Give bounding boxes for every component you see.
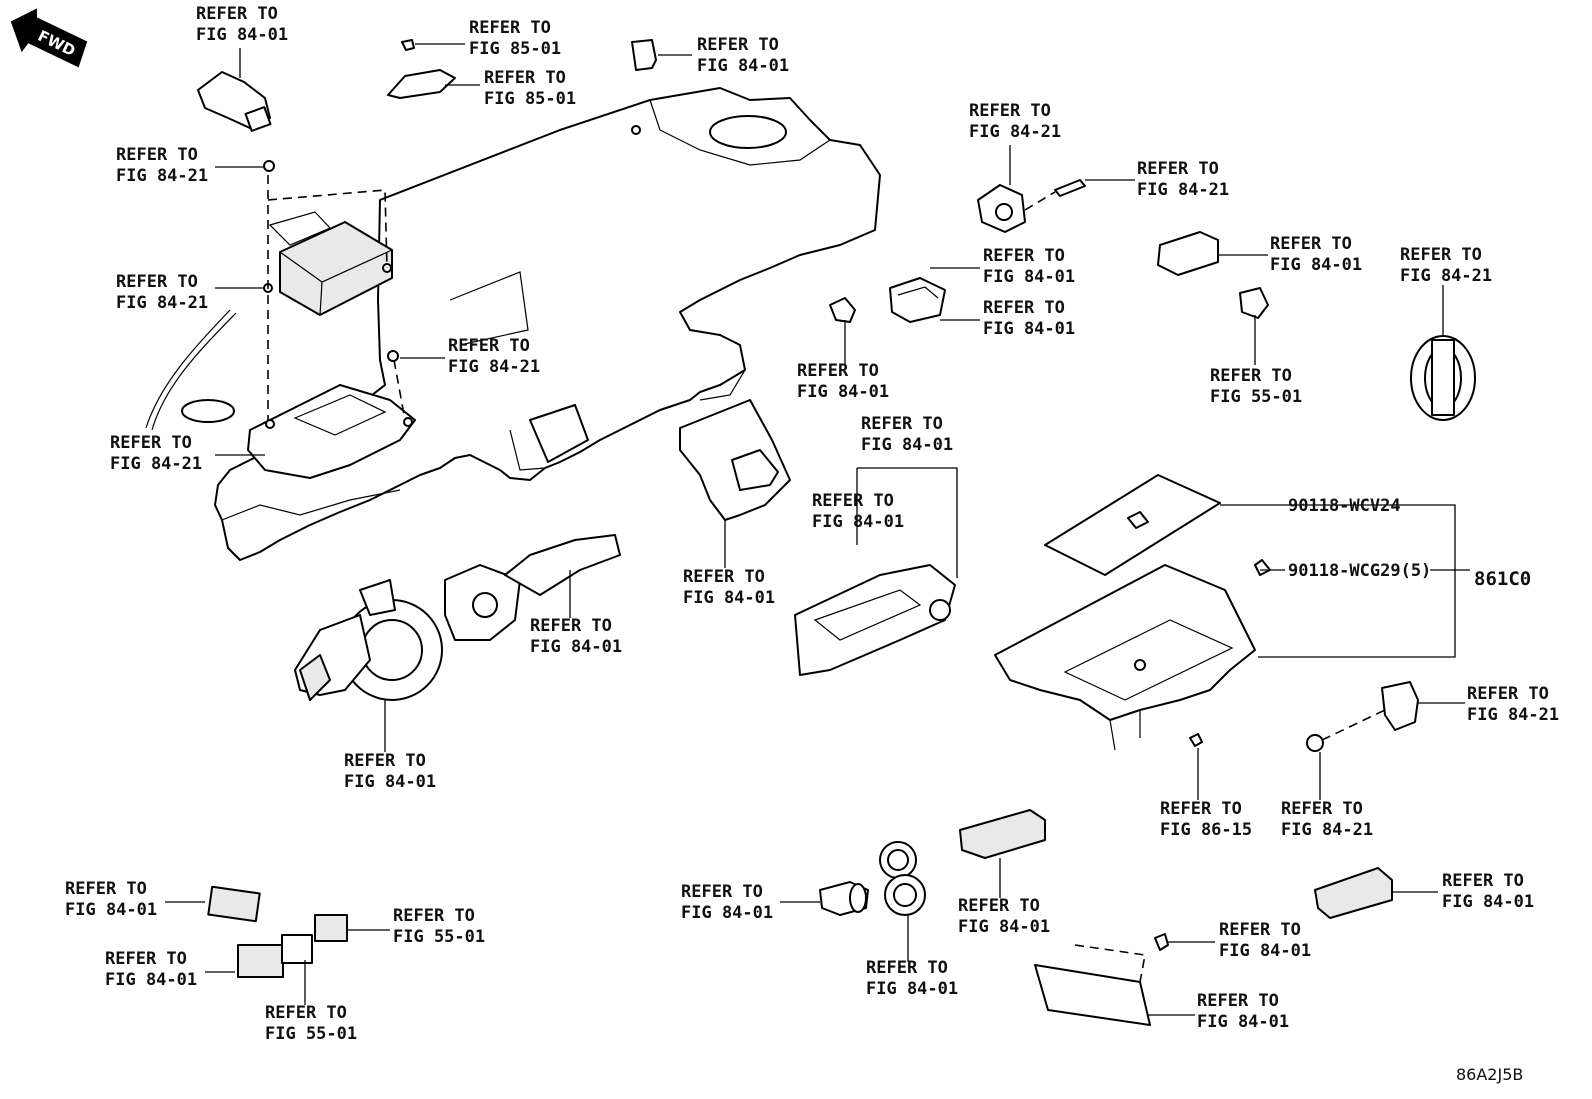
clip-top <box>401 39 415 51</box>
vent-ring <box>181 399 235 423</box>
center-switch-cluster <box>794 564 956 676</box>
spiral-cable <box>1410 335 1476 421</box>
clip-right <box>1239 287 1269 319</box>
console-assembly <box>994 474 1271 751</box>
cover-top <box>387 69 456 99</box>
connector-mid <box>829 297 856 323</box>
lighter-socket <box>819 881 869 916</box>
leader-lines <box>165 43 1470 1016</box>
airbag-sensor-assembly <box>247 160 416 479</box>
group-part-label: 861C0 <box>1474 568 1531 590</box>
stop-lamp-switch <box>197 71 272 132</box>
switch-panel-lower <box>959 809 1046 859</box>
part-number-label: 90118-WCG29(5) <box>1288 561 1431 581</box>
center-lower-panel <box>679 399 791 521</box>
yaw-sensor <box>977 179 1086 233</box>
speaker-pair <box>879 841 926 916</box>
part-number-label: 90118-WCV24 <box>1288 496 1401 516</box>
combination-switch <box>294 534 621 701</box>
switch-c <box>281 934 313 964</box>
side-trim-inner <box>145 309 231 429</box>
side-trim <box>151 312 237 431</box>
glove-lid <box>1034 933 1169 1026</box>
switch-b <box>237 944 284 978</box>
switch-panel-right <box>1314 867 1393 919</box>
switch-d <box>314 914 348 942</box>
relay-block <box>889 277 946 323</box>
side-sensor <box>1189 681 1419 752</box>
power-outlet <box>1157 231 1219 276</box>
switch-a <box>207 885 261 923</box>
drawing-id: 86A2J5B <box>1456 1065 1523 1084</box>
plug-top <box>631 39 657 71</box>
fwd-arrow-icon: FWD <box>10 8 88 68</box>
